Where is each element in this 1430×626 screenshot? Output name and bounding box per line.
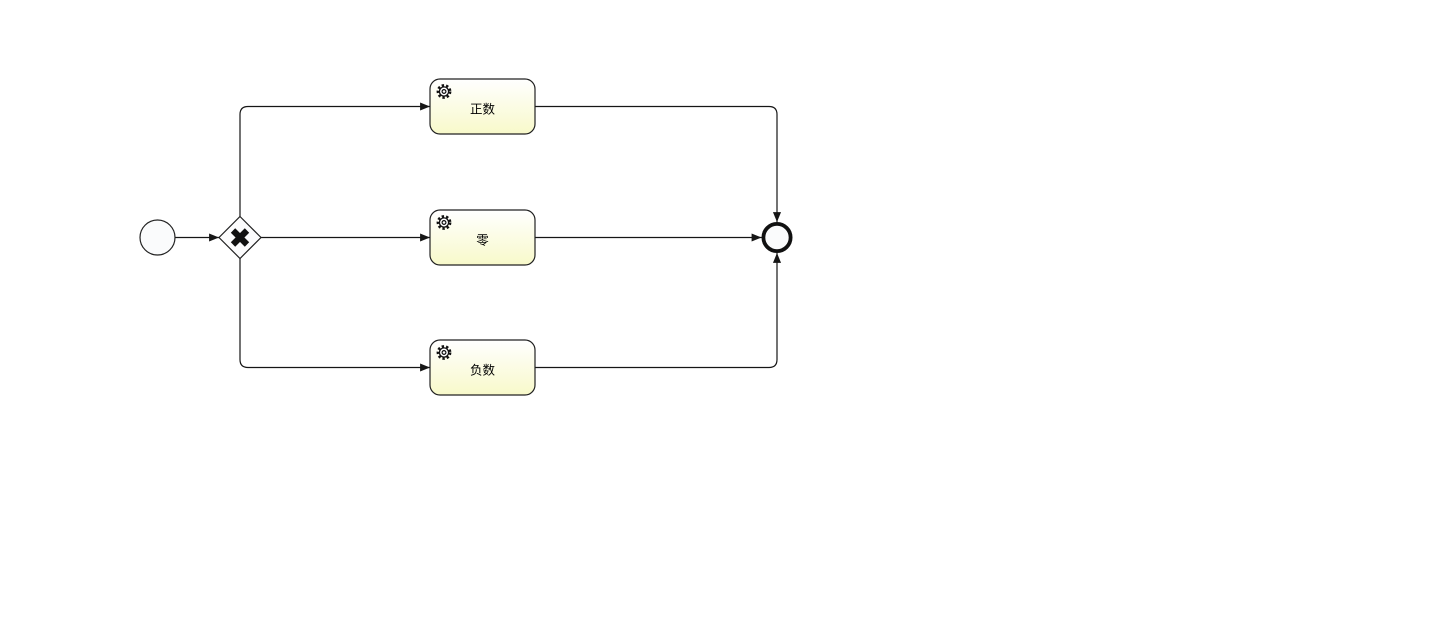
x-cross-icon — [230, 228, 250, 247]
task-positive-shape[interactable] — [429, 78, 536, 135]
flow-positive-to-end[interactable] — [535, 105, 782, 223]
task-label: 零 — [476, 233, 489, 248]
exclusive-gateway[interactable] — [218, 215, 262, 260]
task-label: 正数 — [470, 102, 496, 117]
task-negative-shape[interactable] — [429, 339, 536, 396]
flow-gateway-to-negative[interactable] — [239, 258, 431, 372]
task-label: 负数 — [470, 363, 496, 378]
task-zero[interactable]: 零 — [429, 209, 536, 266]
gear-icon — [436, 84, 452, 99]
end-event[interactable] — [761, 221, 793, 253]
start-event[interactable] — [139, 219, 176, 256]
gear-icon — [436, 345, 452, 360]
sequence-flows — [175, 102, 782, 372]
start-event-circle[interactable] — [139, 219, 176, 256]
task-zero-shape[interactable] — [429, 209, 536, 266]
end-event-circle[interactable] — [761, 221, 793, 253]
task-negative-number[interactable]: 负数 — [429, 339, 536, 396]
flow-gateway-to-positive[interactable] — [239, 102, 431, 217]
flow-negative-to-end[interactable] — [535, 252, 782, 369]
gear-icon — [436, 215, 452, 230]
task-positive-number[interactable]: 正数 — [429, 78, 536, 135]
